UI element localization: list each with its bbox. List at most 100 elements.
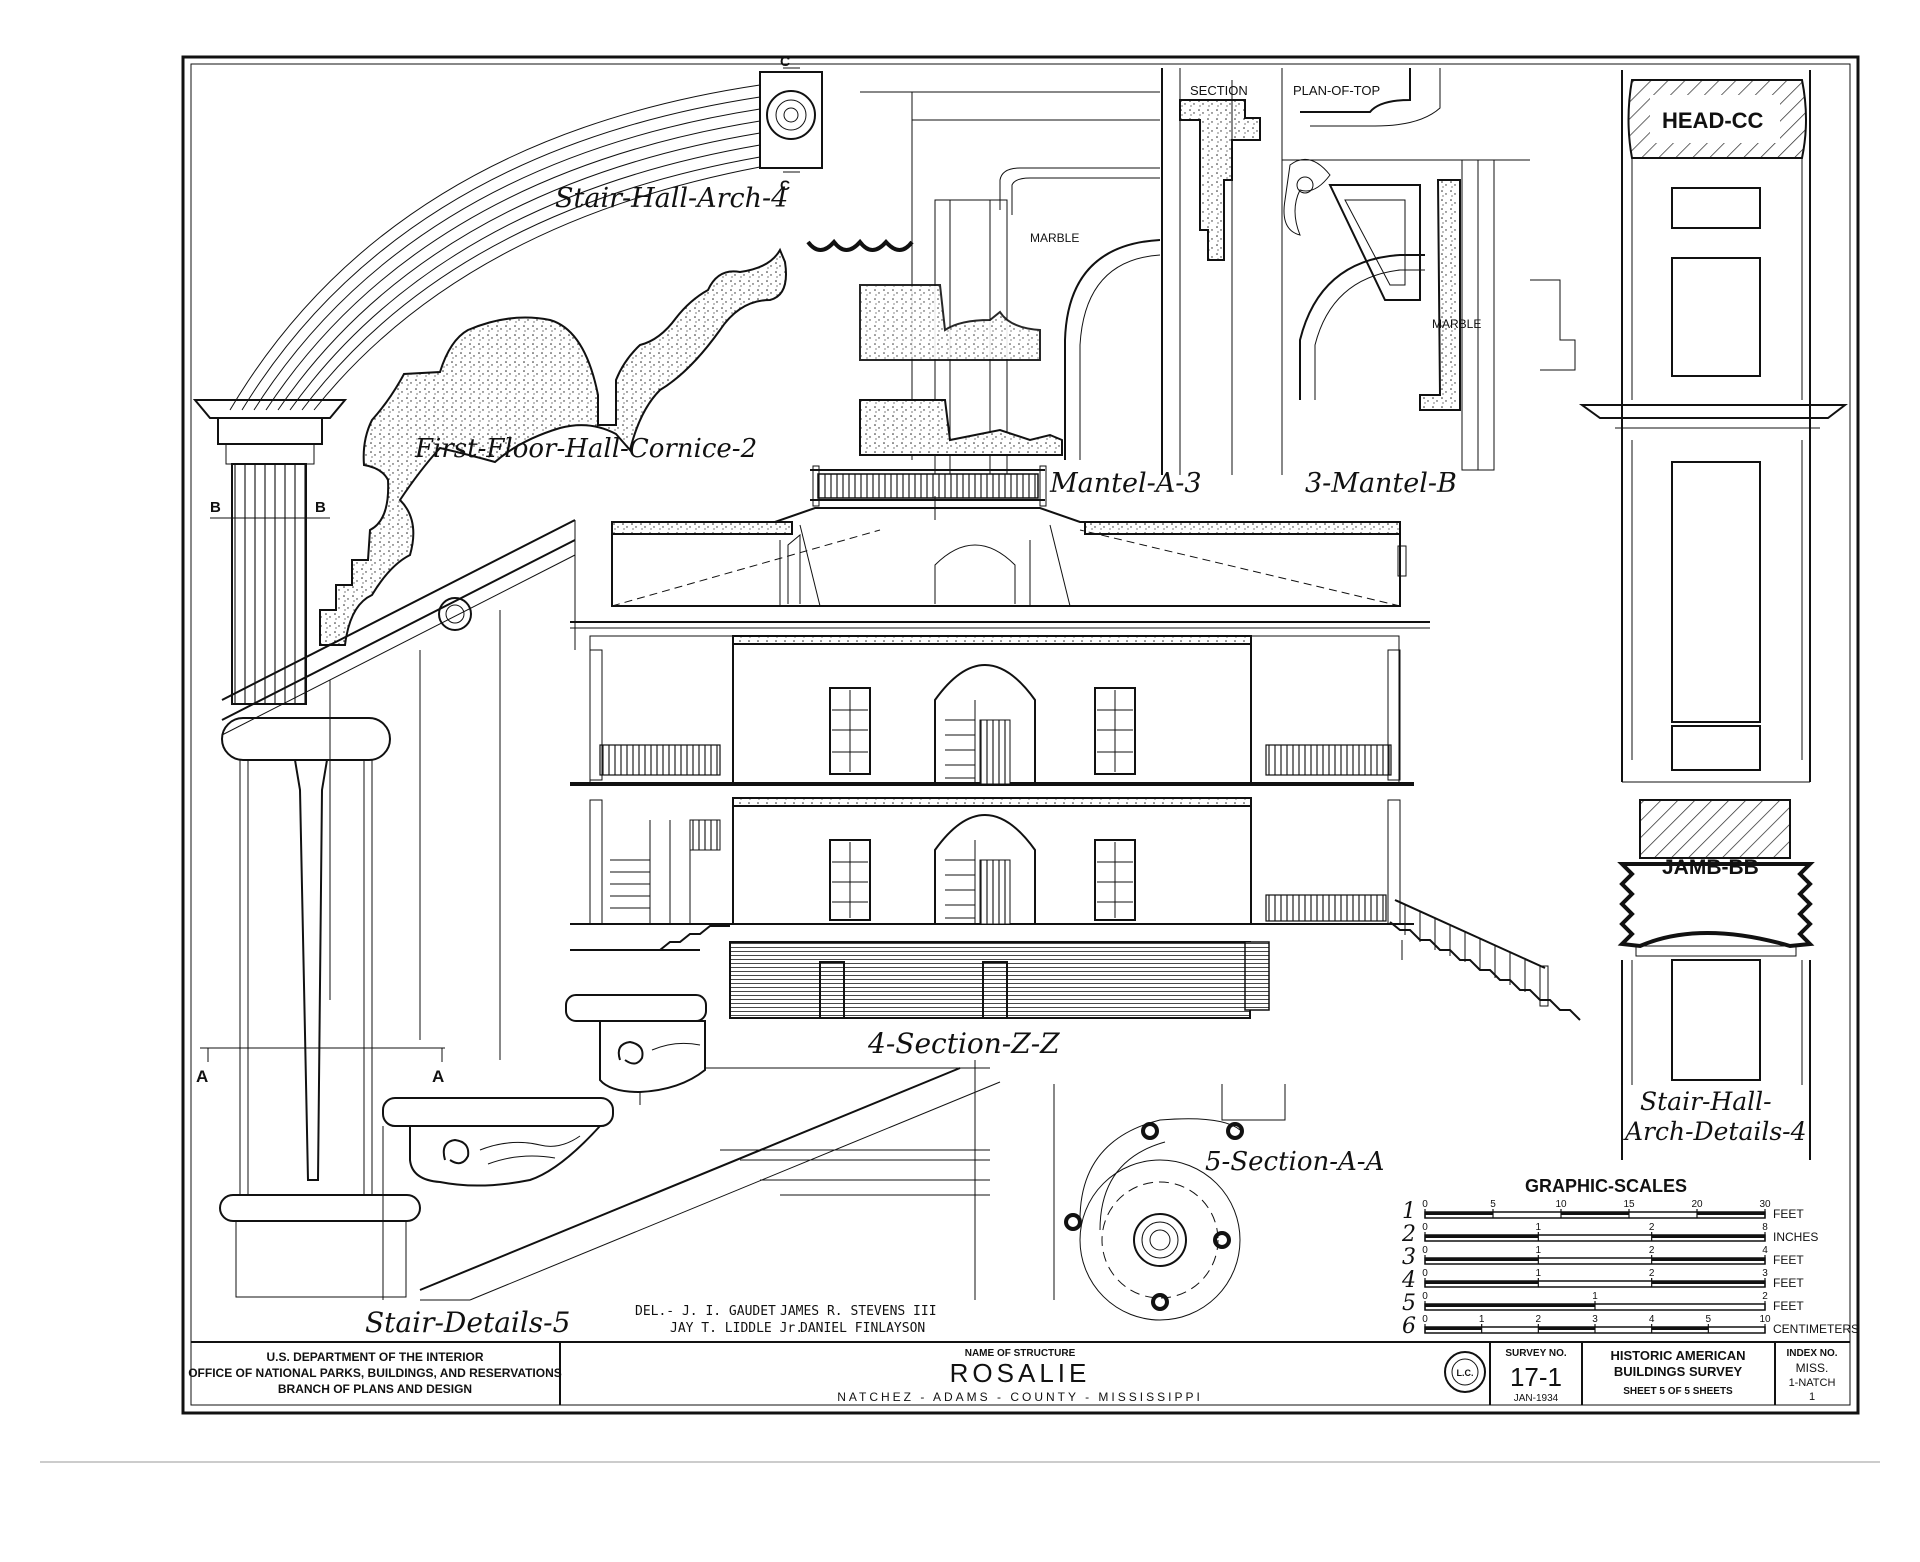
label-section-aa: 5-Section-A-A [1205,1147,1384,1177]
scale-tick-label: 10 [1759,1314,1771,1325]
delineators: DEL.- J. I. GAUDET JAMES R. STEVENS III … [635,1304,937,1336]
scale-bar-segment [1651,1327,1709,1330]
label-mantel-a: Mantel-A-3 [1049,468,1202,499]
scale-tick-label: 0 [1422,1222,1428,1233]
section-mark-a-right: A [432,1067,444,1086]
scale-tick-label: 5 [1706,1314,1712,1325]
scale-tick-label: 0 [1422,1199,1428,1210]
library-of-congress-seal [1444,1351,1486,1393]
scale-row-number: 5 [1402,1291,1416,1316]
scale-tick-label: 2 [1536,1314,1542,1325]
molding-profile [806,238,914,252]
door-lower-right [1094,839,1136,921]
section-mark-a-left: A [196,1067,208,1086]
label-marble-2: MARBLE [1432,317,1481,331]
scale-tick-label: 2 [1649,1245,1655,1256]
scale-tick-label: 1 [1592,1291,1598,1302]
scale-row-number: 6 [1402,1314,1416,1339]
sheet-count: SHEET 5 OF 5 SHEETS [1623,1386,1733,1397]
scale-bar-segment [1425,1212,1493,1215]
scale-bar-segment [1425,1304,1595,1307]
scale-bar-segment [1561,1212,1629,1215]
scale-unit: FEET [1773,1207,1804,1221]
survey-number: 17-1 [1510,1362,1562,1392]
index-label: INDEX NO. [1786,1348,1837,1359]
scale-tick-label: 4 [1762,1245,1768,1256]
scale-row-number: 1 [1402,1199,1416,1224]
scale-tick-label: 8 [1762,1222,1768,1233]
scale-bar-segment [1651,1235,1765,1238]
label-head-cc: HEAD-CC [1662,108,1764,133]
sheet-inner-border [190,63,1851,1406]
scale-bar-segment [1425,1258,1539,1261]
scale-tick-label: 15 [1623,1199,1635,1210]
delineator-line2-left: JAY T. LIDDLE Jr. [670,1321,803,1336]
dept-line-1: U.S. DEPARTMENT OF THE INTERIOR [266,1350,483,1364]
scale-row-number: 2 [1401,1222,1416,1247]
label-plan-of-top: PLAN-OF-TOP [1293,83,1380,98]
label-arch-details-line1: Stair-Hall- [1640,1087,1772,1116]
label-arch-details-line2: Arch-Details-4 [1623,1117,1807,1146]
scale-tick-label: 2 [1649,1268,1655,1279]
scale-tick-label: 1 [1479,1314,1485,1325]
scale-tick-label: 5 [1490,1199,1496,1210]
scale-tick-label: 3 [1762,1268,1768,1279]
label-stair-details: Stair-Details-5 [365,1306,570,1339]
structure-location: NATCHEZ - ADAMS - COUNTY - MISSISSIPPI [837,1390,1203,1404]
dept-line-2: OFFICE OF NATIONAL PARKS, BUILDINGS, AND… [188,1366,562,1380]
index-line-1: MISS. [1796,1361,1829,1375]
fluted-pilaster: B B [192,399,348,705]
stair-hall-arch-detail: C C Stair-Hall-Arch-4 [229,53,823,411]
label-stair-hall-arch: Stair-Hall-Arch-4 [555,183,788,214]
scale-tick-label: 30 [1759,1199,1771,1210]
scale-unit: FEET [1773,1299,1804,1313]
scale-unit: CENTIMETERS [1773,1322,1859,1336]
index-line-3: 1 [1809,1391,1815,1403]
door-lower-left [829,839,871,921]
survey-label: SURVEY NO. [1505,1348,1567,1359]
label-jamb-bb: JAMB-BB [1662,856,1759,879]
sheet-outer-border [181,55,1860,1415]
section-mark-c-top: C [780,53,790,69]
stair-bracket-details: Stair-Details-5 [365,994,1001,1339]
label-mantel-b: 3-Mantel-B [1305,468,1457,499]
label-first-floor-hall-cornice: First-Floor-Hall-Cornice-2 [414,434,757,464]
scale-unit: FEET [1773,1276,1804,1290]
section-aa-newel-plan: 5-Section-A-A [1053,1084,1384,1321]
index-line-2: 1-NATCH [1789,1377,1836,1389]
scale-tick-label: 4 [1649,1314,1655,1325]
section-zz-building: 4-Section-Z-Z [570,465,1581,1060]
scale-bar-segment [1697,1212,1765,1215]
structure-name: ROSALIE [950,1358,1091,1388]
section-mark-b-right: B [315,499,326,516]
scale-unit: FEET [1773,1253,1804,1267]
label-section: SECTION [1190,83,1248,98]
scale-unit: INCHES [1773,1230,1818,1244]
dept-line-3: BRANCH OF PLANS AND DESIGN [278,1382,472,1396]
habs-line-2: BUILDINGS SURVEY [1614,1364,1743,1379]
scale-tick-label: 1 [1536,1222,1542,1233]
delineator-line1-right: JAMES R. STEVENS III [780,1304,937,1319]
section-mark-c-bottom: C [780,177,790,193]
scale-tick-label: 0 [1422,1314,1428,1325]
scale-row-number: 3 [1402,1245,1416,1270]
scale-tick-label: 1 [1536,1245,1542,1256]
stair-hall-arch-details: HEAD-CC JAMB-BB Stair-Hall- Arch-Details… [1578,70,1848,1160]
survey-date: JAN-1934 [1514,1393,1559,1404]
graphic-scales-title: GRAPHIC-SCALES [1525,1176,1687,1196]
scale-tick-label: 0 [1422,1291,1428,1302]
scale-tick-label: 20 [1691,1199,1703,1210]
name-of-structure-label: NAME OF STRUCTURE [965,1348,1076,1359]
scale-tick-label: 0 [1422,1245,1428,1256]
delineator-line2-right: DANIEL FINLAYSON [800,1321,925,1336]
scale-tick-label: 3 [1592,1314,1598,1325]
scale-bar-segment [1651,1281,1765,1284]
label-marble-1: MARBLE [1030,231,1079,245]
label-section-zz: 4-Section-Z-Z [867,1027,1060,1060]
door-upper-left [829,687,871,775]
first-floor-hall-cornice-profile: First-Floor-Hall-Cornice-2 [319,247,787,646]
scale-row-number: 4 [1401,1268,1416,1293]
scale-tick-label: 0 [1422,1268,1428,1279]
